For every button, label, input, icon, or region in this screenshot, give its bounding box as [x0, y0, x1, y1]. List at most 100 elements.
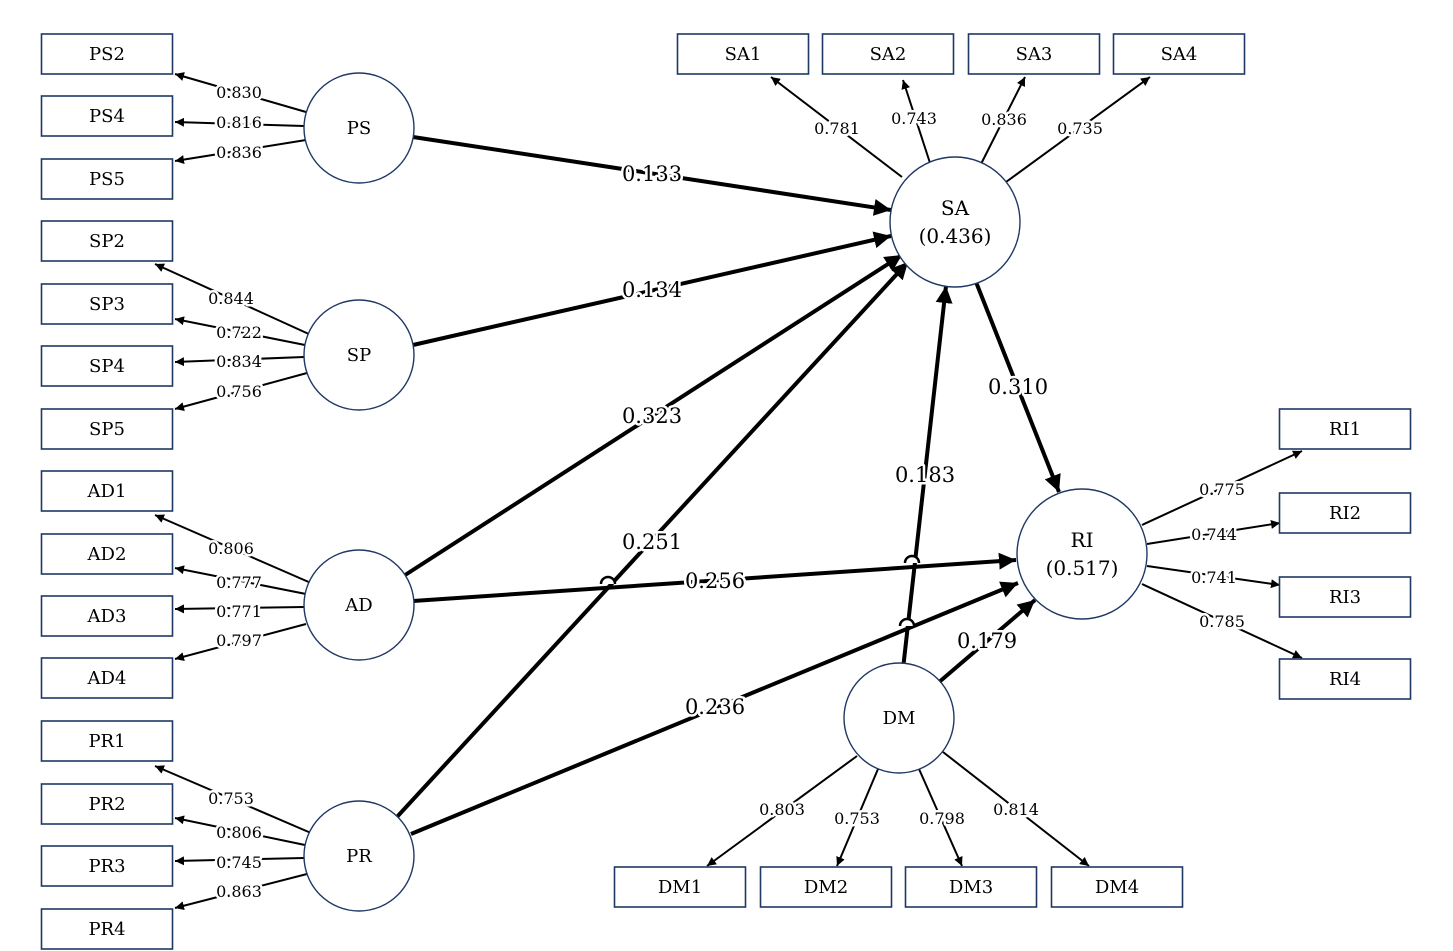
indicator-label: PR3: [88, 856, 125, 877]
loading-value-pr2: 0.806: [216, 823, 262, 842]
loading-value-sp5: 0.756: [216, 382, 262, 401]
loadings-layer: [154, 72, 1303, 911]
indicator-box: [967, 33, 1101, 75]
indicator-box: [676, 33, 810, 75]
indicator-label: RI3: [1329, 587, 1361, 608]
indicator-box: [759, 866, 893, 908]
indicator-sp3: SP3: [40, 283, 174, 325]
construct-sp: SP: [303, 299, 415, 411]
construct-ri: RI(0.517): [1016, 488, 1148, 620]
indicator-label: PR2: [88, 794, 125, 815]
indicator-ri2: RI2: [1278, 492, 1412, 534]
construct-label: SA: [941, 196, 970, 220]
indicator-label: AD3: [87, 606, 127, 627]
loading-arrow-sa2: [901, 79, 931, 164]
indicator-box: [40, 783, 174, 825]
loading-arrow-ps4: [174, 117, 305, 127]
construct-label: AD: [344, 595, 372, 616]
loading-value-sp4: 0.834: [216, 352, 262, 371]
loading-arrow-dm3: [918, 768, 963, 867]
indicator-box: [40, 33, 174, 75]
indicator-label: SA4: [1161, 44, 1198, 65]
loading-value-pr4: 0.863: [216, 882, 262, 901]
indicator-dm4: DM4: [1050, 866, 1184, 908]
construct-circle: [303, 299, 415, 411]
indicator-ri3: RI3: [1278, 576, 1412, 618]
loading-value-pr3: 0.745: [216, 853, 262, 872]
indicator-label: DM4: [1095, 877, 1139, 898]
indicator-sa3: SA3: [967, 33, 1101, 75]
loading-value-ad2: 0.777: [216, 573, 262, 592]
labels-layer: 0.8300.8160.8360.8440.7220.8340.7560.806…: [206, 81, 1248, 904]
loading-arrow-sp2: [154, 263, 312, 336]
indicator-box: [40, 345, 174, 387]
loading-value-sa4: 0.735: [1057, 119, 1103, 138]
construct-circle: [1016, 488, 1148, 620]
loading-arrow-sp3: [174, 316, 306, 346]
indicator-ad4: AD4: [40, 657, 174, 699]
construct-circle: [843, 662, 955, 774]
indicator-ad3: AD3: [40, 595, 174, 637]
paths-layer: [394, 135, 1061, 836]
loading-value-dm4: 0.814: [993, 800, 1039, 819]
indicator-ad2: AD2: [40, 533, 174, 575]
indicator-box: [40, 158, 174, 200]
loading-arrow-ad4: [174, 623, 307, 662]
loading-arrow-pr3: [174, 856, 305, 866]
indicator-box: [1278, 492, 1412, 534]
indicator-pr2: PR2: [40, 783, 174, 825]
indicator-pr3: PR3: [40, 845, 174, 887]
construct-ps: PS: [303, 72, 415, 184]
path-coefficient-ad-sa: 0.323: [622, 404, 682, 428]
indicator-box: [1050, 866, 1184, 908]
path-arrow-ad-ri: [412, 552, 1017, 603]
loading-arrow-dm2: [836, 768, 879, 867]
indicator-box: [40, 220, 174, 262]
indicator-box: [40, 470, 174, 512]
loading-arrow-ps2: [174, 72, 307, 113]
path-coefficient-sa-ri: 0.310: [988, 375, 1048, 399]
indicator-label: RI2: [1329, 503, 1361, 524]
loading-arrow-dm1: [706, 755, 858, 867]
nodes-layer: PS2PS4PS5SP2SP3SP4SP5AD1AD2AD3AD4PR1PR2P…: [40, 33, 1412, 950]
indicator-dm3: DM3: [904, 866, 1038, 908]
indicator-box: [904, 866, 1038, 908]
loading-arrow-pr1: [154, 765, 312, 834]
indicator-ri1: RI1: [1278, 408, 1412, 450]
loading-value-sa1: 0.781: [814, 119, 860, 138]
indicator-label: SP5: [89, 419, 125, 440]
path-arrow-sp-sa: [412, 231, 892, 347]
loading-value-ri4: 0.785: [1199, 612, 1245, 631]
line-crossing-hop: [898, 617, 916, 627]
indicator-box: [40, 283, 174, 325]
construct-ad: AD: [303, 549, 415, 661]
path-coefficient-sp-sa: 0.134: [622, 278, 682, 302]
indicator-label: DM1: [658, 877, 702, 898]
indicator-ri4: RI4: [1278, 658, 1412, 700]
loading-value-sp2: 0.844: [208, 289, 254, 308]
indicator-dm2: DM2: [759, 866, 893, 908]
path-arrow-pr-sa: [394, 260, 910, 820]
indicator-label: SP4: [89, 356, 125, 377]
indicator-box: [40, 908, 174, 950]
construct-circle: [303, 549, 415, 661]
loading-value-ps2: 0.830: [216, 83, 262, 102]
construct-label: SP: [347, 345, 371, 366]
indicator-ps2: PS2: [40, 33, 174, 75]
indicator-box: [40, 408, 174, 450]
indicator-sp5: SP5: [40, 408, 174, 450]
construct-r-squared: (0.436): [919, 224, 992, 248]
loading-value-pr1: 0.753: [208, 789, 254, 808]
loading-arrow-ad3: [174, 604, 305, 614]
path-coefficient-dm-ri: 0.179: [957, 629, 1017, 653]
construct-r-squared: (0.517): [1046, 556, 1119, 580]
indicator-box: [1278, 408, 1412, 450]
loading-value-sa2: 0.743: [891, 109, 937, 128]
loading-arrow-sa3: [980, 76, 1026, 165]
indicator-box: [40, 595, 174, 637]
path-arrow-ps-sa: [412, 135, 892, 216]
indicator-ps4: PS4: [40, 95, 174, 137]
indicator-label: PS4: [89, 106, 125, 127]
indicator-box: [40, 845, 174, 887]
